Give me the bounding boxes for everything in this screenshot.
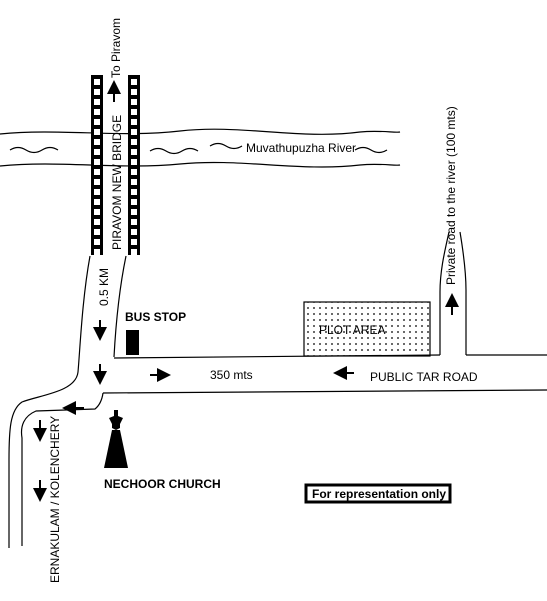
road-label: PUBLIC TAR ROAD — [370, 370, 478, 384]
roads — [8, 231, 547, 548]
disclaimer-box — [304, 483, 452, 504]
bridge-hole — [94, 229, 100, 235]
bridge-hole — [131, 99, 137, 105]
bridge-hole — [131, 199, 137, 205]
bridge-hole — [94, 159, 100, 165]
bridge-hole — [94, 99, 100, 105]
bridge-hole — [94, 249, 100, 255]
bridge-hole — [131, 169, 137, 175]
bridge-hole — [94, 109, 100, 115]
bridge-hole — [94, 119, 100, 125]
bridge-hole — [131, 189, 137, 195]
river-wave — [209, 142, 243, 150]
to-piravom-label: To Piravom — [109, 18, 123, 78]
private-road-left — [439, 231, 450, 355]
bridge-hole — [94, 89, 100, 95]
bridge-hole — [131, 89, 137, 95]
bridge-road-right — [113, 255, 127, 358]
bridge-hole — [131, 239, 137, 245]
river-wave — [354, 146, 388, 154]
river-wave — [9, 146, 59, 154]
river-bank-top — [0, 128, 401, 135]
bus-stop-label: BUS STOP — [125, 310, 186, 324]
church-icon — [104, 410, 128, 468]
bridge-hole — [131, 139, 137, 145]
distance-bridge-label: 0.5 KM — [97, 268, 111, 306]
bridge-hole — [131, 109, 137, 115]
tar-road-bottom — [20, 392, 104, 546]
tar-road-bottom-line — [102, 389, 547, 394]
bridge-hole — [131, 149, 137, 155]
river — [0, 128, 401, 168]
private-road-right-side — [459, 231, 467, 355]
bus-stop-icon — [126, 330, 139, 355]
bridge-hole — [94, 239, 100, 245]
river-bank-bottom — [0, 161, 401, 168]
river-wave — [149, 147, 199, 155]
private-road-label: Private road to the river (100 mts) — [444, 106, 458, 285]
river-label: Muvathupuzha River — [246, 141, 356, 155]
bridge-hole — [94, 129, 100, 135]
bridge-road-left — [8, 255, 91, 548]
bridge-hole — [131, 79, 137, 85]
disclaimer-label: For representation only — [312, 487, 446, 501]
church-label: NECHOOR CHURCH — [104, 477, 221, 491]
distance-road-label: 350 mts — [210, 368, 253, 382]
bridge-hole — [131, 119, 137, 125]
bridge-hole — [94, 209, 100, 215]
bridge-hole — [131, 179, 137, 185]
bridge — [91, 75, 140, 255]
bridge-hole — [131, 209, 137, 215]
bridge-hole — [94, 219, 100, 225]
bridge-hole — [94, 139, 100, 145]
ernakulam-label: ERNAKULAM / KOLENCHERY — [48, 416, 62, 583]
plot-area — [303, 301, 431, 357]
bridge-hole — [131, 129, 137, 135]
plot-label: PLOT AREA — [319, 323, 385, 337]
bridge-hole — [94, 79, 100, 85]
bridge-hole — [131, 249, 137, 255]
bridge-hole — [131, 219, 137, 225]
bridge-hole — [94, 199, 100, 205]
bridge-hole — [131, 229, 137, 235]
bridge-hole — [94, 189, 100, 195]
bridge-label: PIRAVOM NEW BRIDGE — [110, 115, 124, 250]
bridge-hole — [94, 169, 100, 175]
bridge-hole — [131, 159, 137, 165]
bridge-hole — [94, 179, 100, 185]
bridge-hole — [94, 149, 100, 155]
